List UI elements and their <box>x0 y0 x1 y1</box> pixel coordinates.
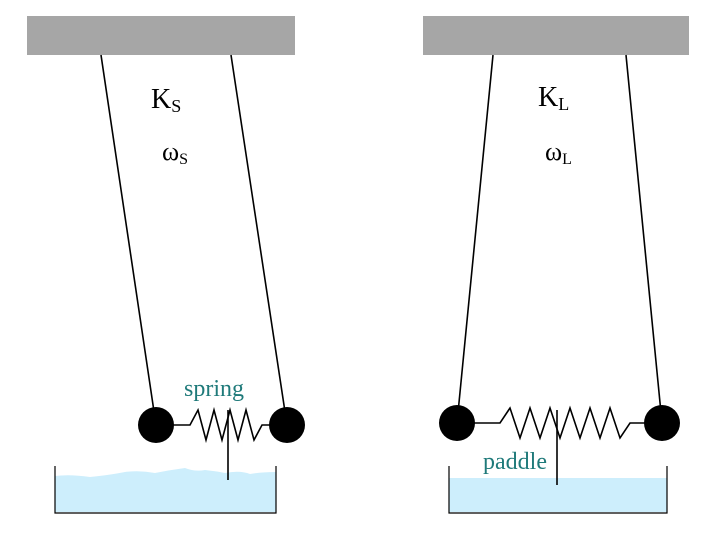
left-tank <box>54 466 277 514</box>
right-mass-1 <box>439 405 475 441</box>
paddle-label: paddle <box>483 449 547 475</box>
right-system: KL ωL paddle <box>423 16 689 514</box>
left-frequency-label: ωS <box>162 137 188 168</box>
right-string-1 <box>456 54 494 424</box>
right-frequency-label: ωL <box>545 137 572 168</box>
right-mass-2 <box>644 405 680 441</box>
left-spring <box>171 406 270 444</box>
left-string-2 <box>230 54 288 426</box>
right-ceiling <box>423 16 689 55</box>
right-spring <box>457 405 662 441</box>
left-water <box>55 468 276 512</box>
right-tank <box>448 466 668 514</box>
spring-label: spring <box>184 376 244 402</box>
right-stiffness-label: KL <box>538 82 569 114</box>
left-ceiling <box>27 16 295 55</box>
left-string-1 <box>100 54 157 426</box>
left-mass-2 <box>269 407 305 443</box>
right-string-2 <box>625 54 663 424</box>
left-system: KS ωS spring <box>27 16 305 514</box>
right-water <box>449 478 667 512</box>
left-stiffness-label: KS <box>151 84 181 116</box>
left-mass-1 <box>138 407 174 443</box>
